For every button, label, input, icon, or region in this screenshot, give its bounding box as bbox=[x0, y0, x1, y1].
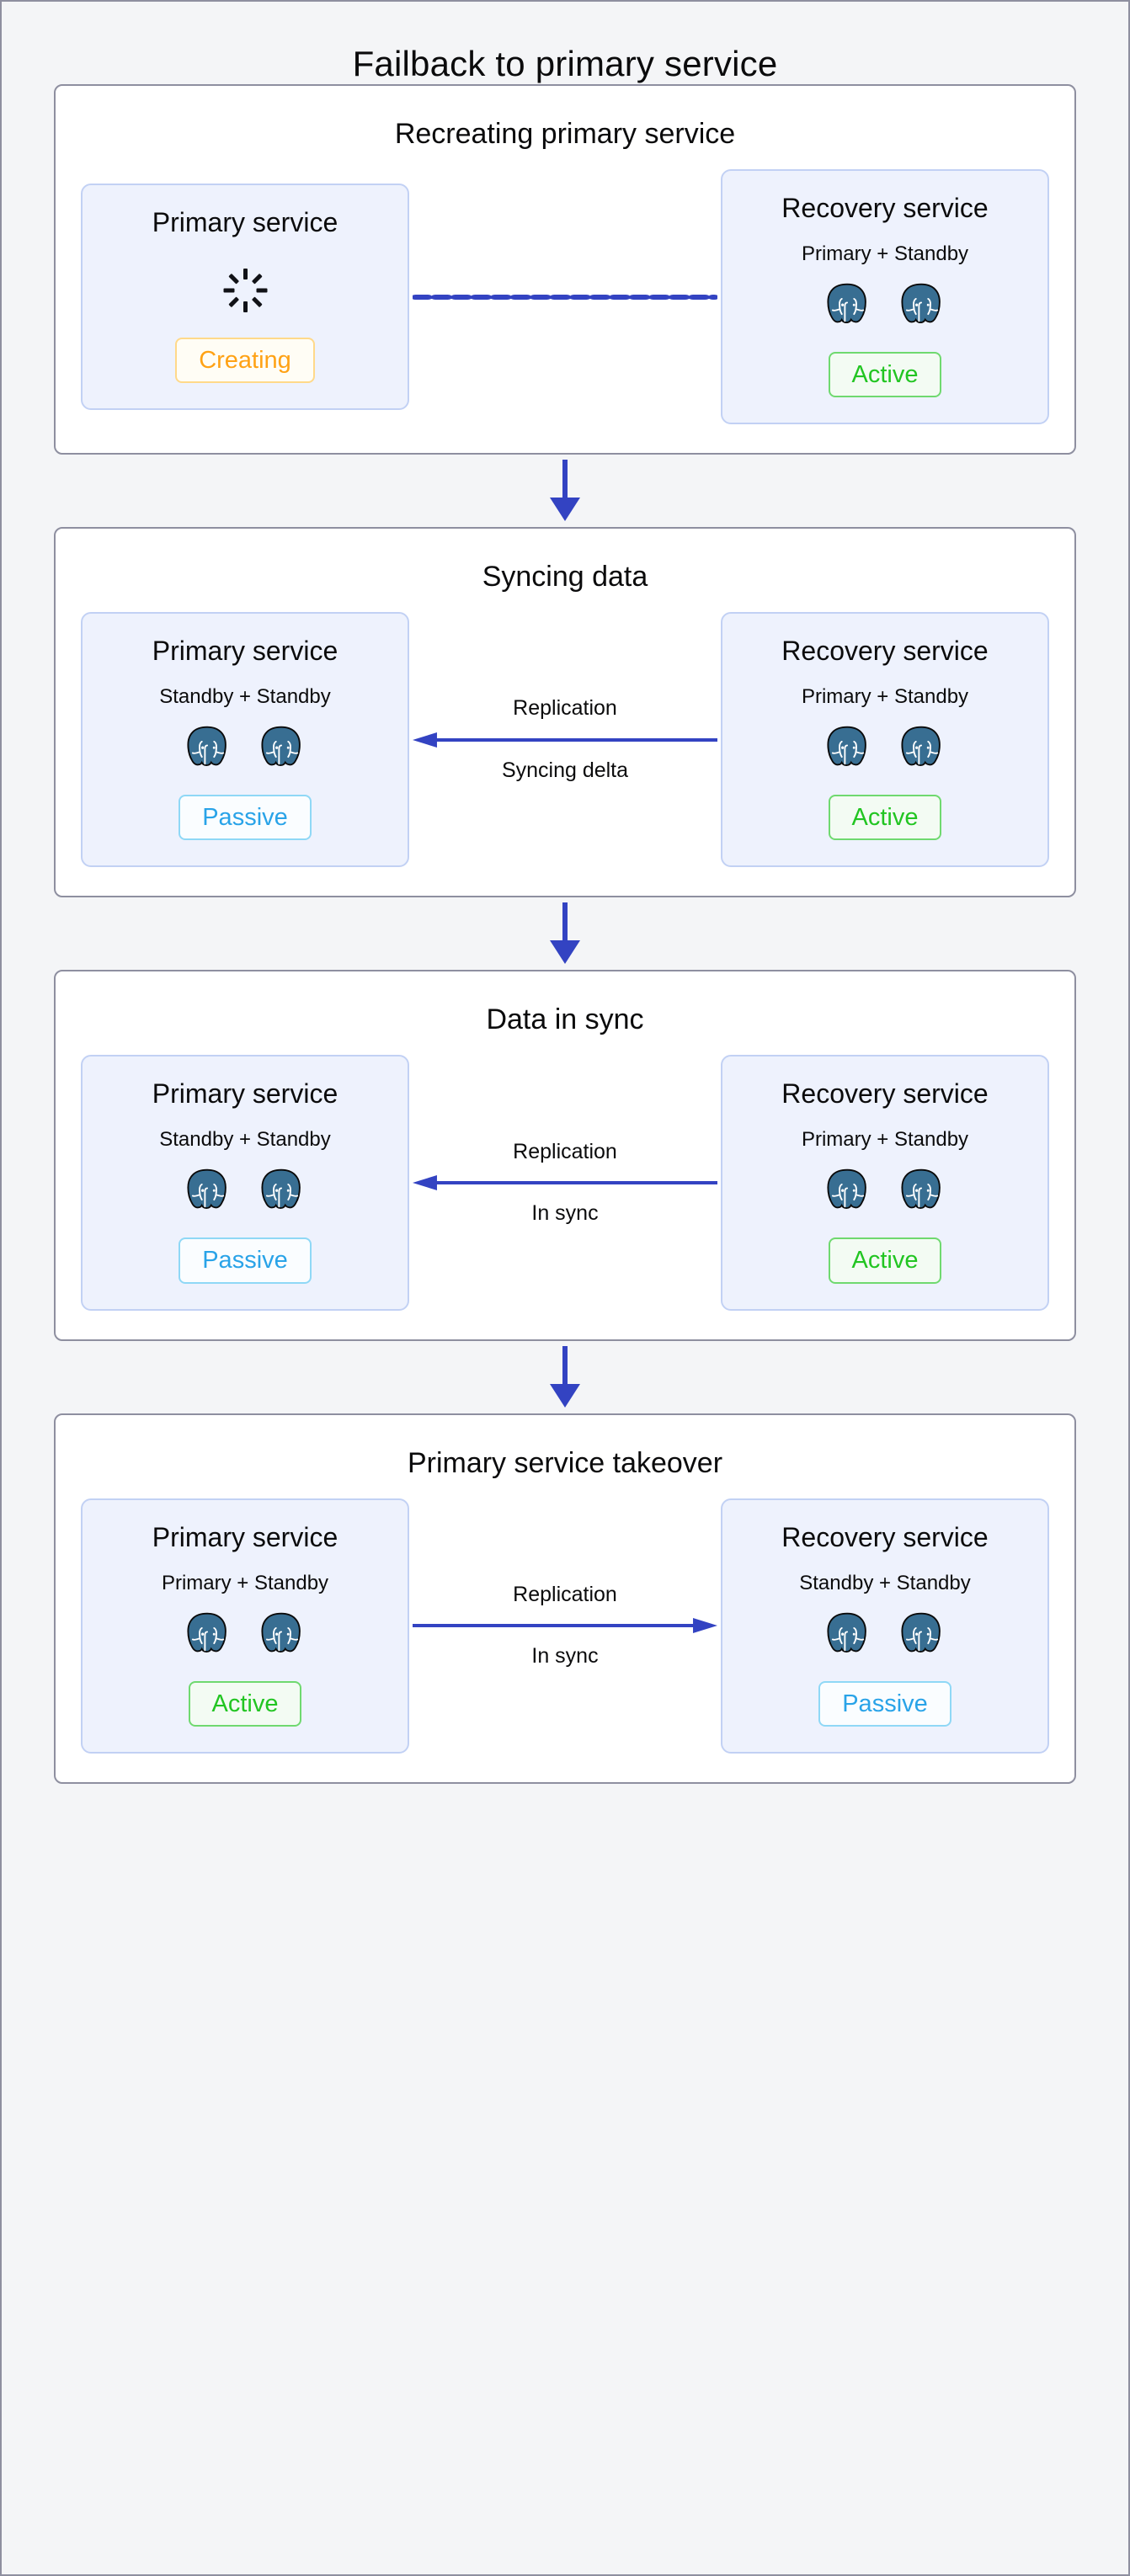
database-node-group bbox=[824, 1610, 946, 1661]
service-card-title: Primary service bbox=[152, 1078, 338, 1110]
service-card-subtitle: Primary + Standby bbox=[801, 242, 969, 265]
database-node-group bbox=[184, 724, 306, 774]
service-card-subtitle: Standby + Standby bbox=[799, 1571, 971, 1594]
step-arrow bbox=[54, 1341, 1076, 1413]
arrow-left-icon bbox=[413, 1175, 717, 1191]
spinner-icon bbox=[223, 269, 267, 312]
service-card-title: Recovery service bbox=[781, 193, 989, 223]
service-card-subtitle: Primary + Standby bbox=[801, 1128, 969, 1152]
status-badge: Active bbox=[828, 352, 942, 398]
postgresql-icon bbox=[261, 1169, 301, 1210]
arrow-right-icon bbox=[413, 1618, 717, 1634]
dashed-link-icon bbox=[413, 294, 717, 300]
status-badge: Passive bbox=[818, 1680, 951, 1727]
postgresql-icon bbox=[827, 1169, 866, 1210]
postgresql-icon bbox=[827, 1612, 866, 1653]
database-node-group bbox=[824, 724, 946, 774]
postgresql-icon bbox=[901, 283, 941, 324]
postgresql-icon bbox=[827, 726, 866, 767]
database-node-group bbox=[824, 281, 946, 332]
postgresql-icon bbox=[187, 726, 227, 767]
service-card-subtitle: Standby + Standby bbox=[159, 1128, 331, 1152]
database-node-group bbox=[824, 1167, 946, 1217]
replication-connector: Replication In sync bbox=[409, 1583, 721, 1669]
page-title: Failback to primary service bbox=[352, 44, 778, 83]
arrow-left-icon bbox=[413, 732, 717, 748]
stage-panel-title: Recreating primary service bbox=[394, 118, 736, 150]
stage-panel-title: Syncing data bbox=[482, 561, 648, 593]
postgresql-icon bbox=[187, 1169, 227, 1210]
status-badge: Active bbox=[828, 795, 942, 841]
step-arrow bbox=[54, 455, 1076, 527]
connector-label-bottom: In sync bbox=[531, 1201, 599, 1226]
service-card-title: Primary service bbox=[152, 207, 338, 237]
status-badge: Passive bbox=[179, 795, 312, 841]
stage-panel-title: Data in sync bbox=[486, 1003, 644, 1036]
status-badge: Active bbox=[188, 1680, 302, 1727]
service-card-title: Recovery service bbox=[781, 1078, 989, 1110]
step-arrow bbox=[54, 897, 1076, 970]
postgresql-icon bbox=[827, 283, 866, 324]
postgresql-icon bbox=[901, 1169, 941, 1210]
connector-label-top: Replication bbox=[513, 1139, 617, 1163]
connector-label-bottom: Syncing delta bbox=[501, 758, 629, 782]
service-card-title: Primary service bbox=[152, 636, 338, 667]
replication-connector bbox=[409, 286, 721, 308]
postgresql-icon bbox=[261, 1612, 301, 1653]
postgresql-icon bbox=[901, 726, 941, 767]
connector-label-bottom: In sync bbox=[531, 1644, 599, 1669]
arrow-down-icon bbox=[550, 1345, 580, 1408]
service-card-title: Recovery service bbox=[781, 636, 989, 667]
service-card-title: Primary service bbox=[152, 1521, 338, 1552]
replication-connector: Replication In sync bbox=[409, 1139, 721, 1226]
service-card-title: Recovery service bbox=[781, 1521, 989, 1552]
database-node-group bbox=[184, 1167, 306, 1217]
status-badge: Active bbox=[828, 1237, 942, 1284]
arrow-down-icon bbox=[550, 460, 580, 522]
service-card-subtitle: Primary + Standby bbox=[801, 685, 969, 709]
service-card-subtitle: Standby + Standby bbox=[159, 685, 331, 709]
status-badge: Creating bbox=[175, 338, 315, 384]
status-badge: Passive bbox=[179, 1237, 312, 1284]
connector-label-top: Replication bbox=[513, 1582, 617, 1606]
postgresql-icon bbox=[261, 726, 301, 767]
postgresql-icon bbox=[187, 1612, 227, 1653]
stage-panel-title: Primary service takeover bbox=[407, 1446, 723, 1479]
connector-label-top: Replication bbox=[513, 696, 617, 721]
database-node-group bbox=[184, 1610, 306, 1661]
service-card-subtitle: Primary + Standby bbox=[161, 1571, 329, 1594]
arrow-down-icon bbox=[550, 902, 580, 965]
postgresql-icon bbox=[901, 1612, 941, 1653]
